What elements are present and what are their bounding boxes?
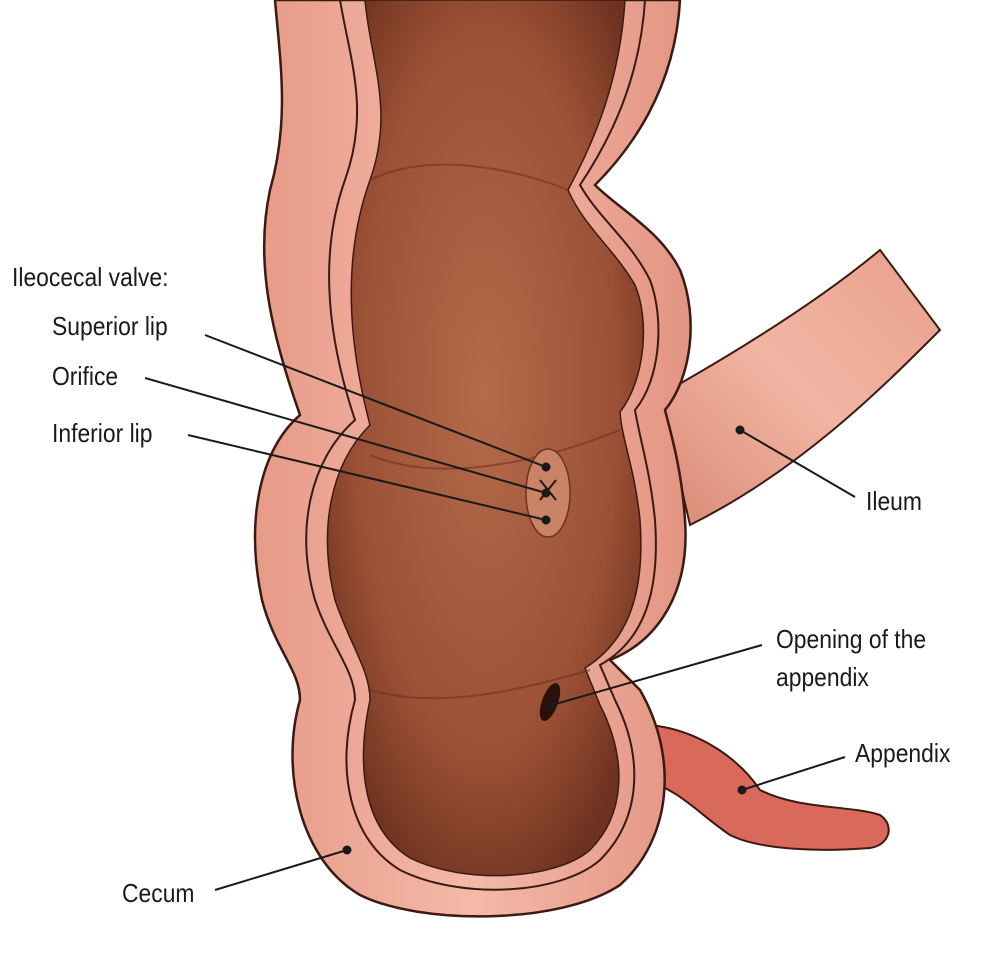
label-ileum: Ileum [866,486,922,516]
label-orifice: Orifice [52,361,119,391]
label-ileocecal-valve: Ileocecal valve: [12,262,169,292]
leader-lines [144,334,856,891]
label-inferior-lip: Inferior lip [52,418,153,448]
colon-lumen [326,0,645,877]
label-opening-line1: Opening of the [776,624,927,654]
label-superior-lip: Superior lip [52,311,168,341]
label-cecum: Cecum [122,878,195,908]
label-appendix: Appendix [855,738,951,768]
ileum-shape [658,248,942,527]
label-opening-line2: appendix [776,662,869,692]
colon-cut-edge [305,0,660,891]
appendix-shape [643,723,890,851]
